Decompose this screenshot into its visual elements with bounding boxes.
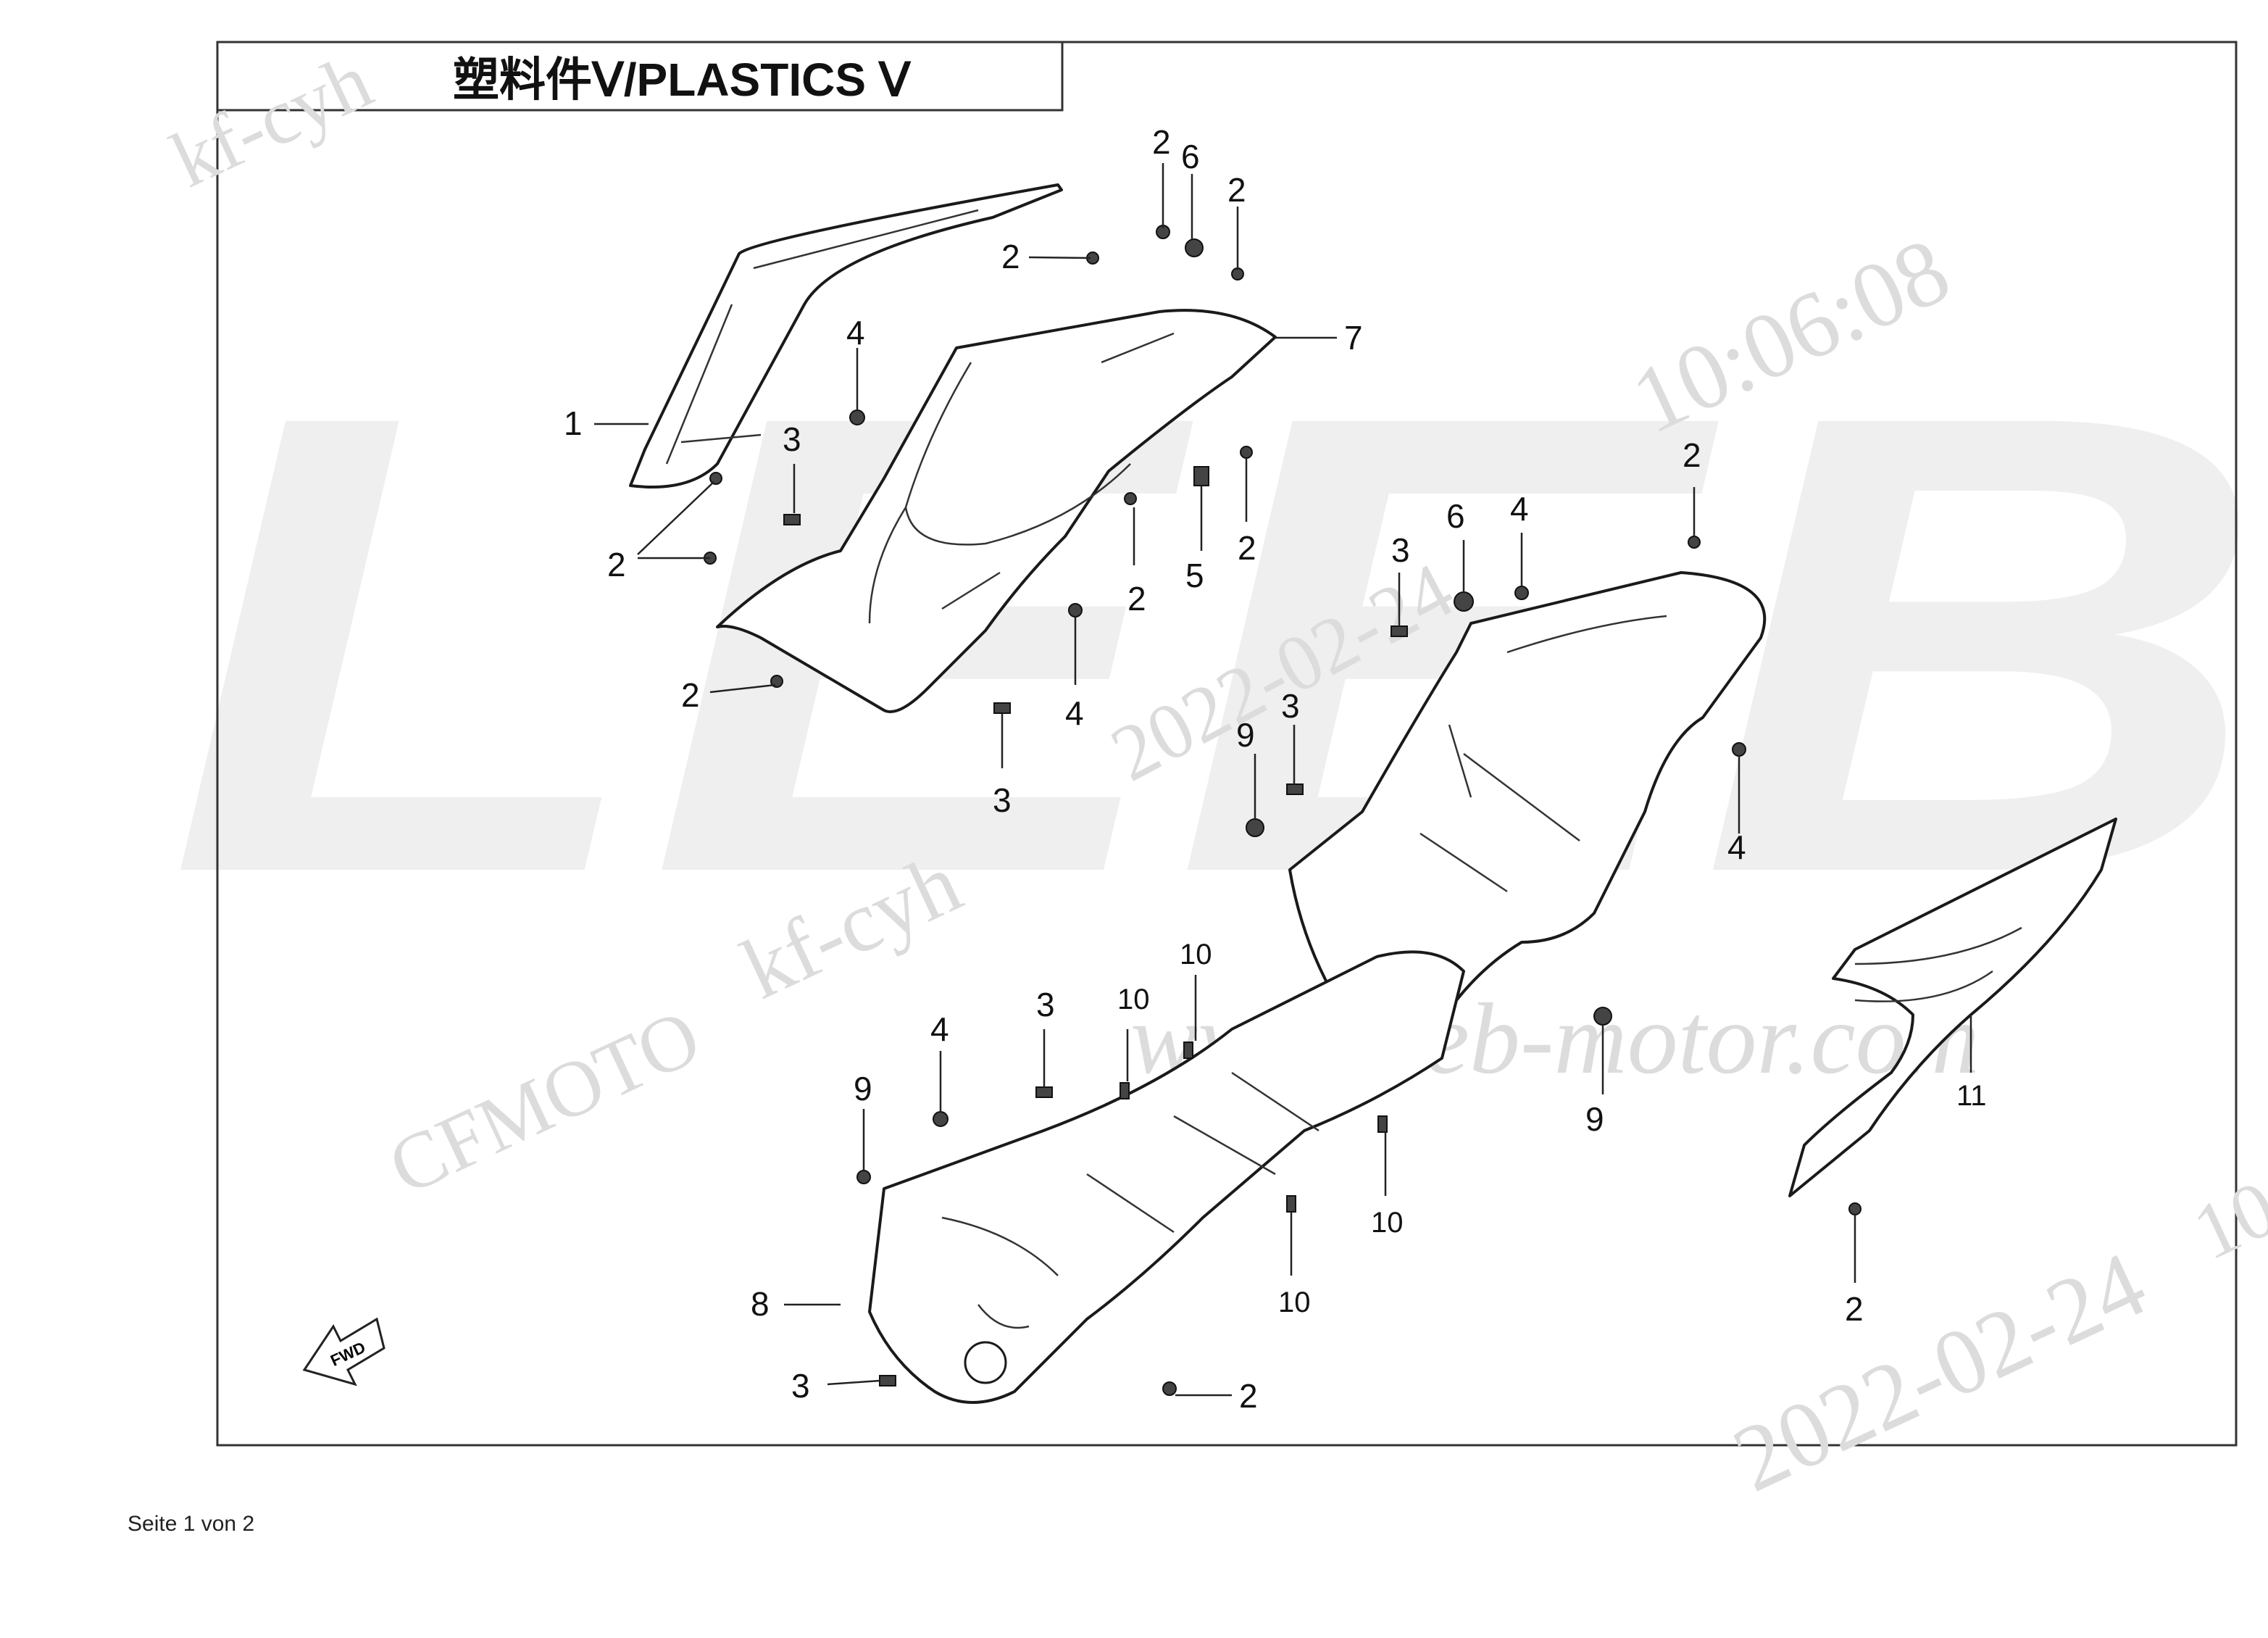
- callout-3: 3: [1281, 687, 1300, 725]
- callout-4: 4: [1510, 490, 1529, 528]
- watermark-logo: LEEB: [167, 279, 2268, 1008]
- fastener-icon: [1162, 1381, 1177, 1396]
- fastener-icon: [1377, 1115, 1388, 1133]
- part-7-left-rear-cover: [716, 309, 1277, 713]
- fastener-icon: [1514, 586, 1529, 600]
- callout-6: 6: [1446, 497, 1465, 535]
- callout-4: 4: [1065, 694, 1084, 732]
- fastener-icon: [1120, 1082, 1130, 1099]
- part-1-side-cover-strip: [629, 183, 1063, 489]
- watermark-text: kf-cyh: [159, 36, 385, 204]
- part-11-detail: [1854, 926, 2022, 1002]
- watermark-text: 2022-02-24: [1718, 1231, 2161, 1512]
- part-11-side-panel: [1788, 818, 2117, 1197]
- fastener-icon: [1688, 536, 1701, 549]
- callout-4: 4: [1727, 828, 1746, 866]
- callout-1: 1: [564, 404, 583, 442]
- fastener-icon: [1124, 492, 1137, 505]
- part-8-detail: [1419, 615, 1667, 893]
- fastener-icon: [1240, 446, 1253, 459]
- leader-lines: [594, 163, 1972, 1397]
- fastener-icon: [783, 514, 801, 525]
- callout-9: 9: [1585, 1100, 1604, 1138]
- part-7-detail: [868, 332, 1175, 624]
- callout-2: 2: [681, 676, 700, 714]
- fastener-icon: [849, 410, 865, 425]
- part-10-hole: [964, 1341, 1007, 1384]
- callout-2: 2: [1239, 1377, 1258, 1415]
- page-footer: Seite 1 von 2: [128, 1512, 255, 1536]
- callout-2: 2: [1001, 238, 1020, 275]
- callout-11: 11: [1956, 1080, 1987, 1112]
- callout-2: 2: [1127, 580, 1146, 618]
- fastener-icon: [1454, 591, 1474, 612]
- part-10-lower-cover: [868, 950, 1465, 1404]
- fastener-group: [704, 225, 1861, 1396]
- callout-9: 9: [1236, 716, 1255, 754]
- part-8-right-rear-cover: [1288, 571, 1767, 1052]
- fwd-arrow-icon: FWD: [302, 1317, 385, 1387]
- callout-3: 3: [791, 1367, 810, 1405]
- callout-4: 4: [846, 314, 865, 352]
- part-10-detail: [941, 1071, 1319, 1329]
- callout-2: 2: [1845, 1290, 1864, 1328]
- fastener-icon: [993, 702, 1011, 714]
- fastener-icon: [1068, 603, 1083, 618]
- callout-2: 2: [1683, 436, 1701, 474]
- fastener-icon: [1246, 818, 1264, 837]
- watermark-text: 10: [2180, 1163, 2268, 1277]
- fastener-icon: [1183, 1042, 1193, 1059]
- fastener-icon: [1231, 267, 1244, 280]
- part-1-detail: [665, 209, 979, 465]
- callout-3: 3: [1391, 531, 1410, 569]
- fastener-icon: [1193, 466, 1209, 486]
- callout-10: 10: [1180, 939, 1212, 970]
- fastener-icon: [879, 1375, 896, 1387]
- callout-10: 10: [1117, 984, 1150, 1015]
- callout-5: 5: [1185, 557, 1204, 594]
- title-box: [216, 41, 1064, 112]
- callout-labels: 1 2 2 2 2 6 2 7 4 3 2 2 5 2 4 3 2 6 4 3 …: [564, 123, 1987, 1415]
- fastener-icon: [1593, 1007, 1612, 1026]
- callout-8: 8: [751, 1285, 770, 1323]
- fastener-icon: [1848, 1202, 1861, 1215]
- callout-10: 10: [1278, 1286, 1311, 1318]
- callout-2: 2: [1238, 529, 1256, 567]
- fastener-icon: [709, 472, 722, 485]
- fastener-icon: [856, 1170, 871, 1184]
- callout-6: 6: [1181, 138, 1200, 175]
- fastener-icon: [1732, 742, 1746, 757]
- diagram-title: 塑料件Ⅴ/PLASTICS Ⅴ: [453, 54, 912, 106]
- fastener-icon: [1286, 783, 1304, 795]
- callout-2: 2: [607, 546, 626, 583]
- callout-2: 2: [1227, 171, 1246, 209]
- callout-2: 2: [1152, 123, 1171, 161]
- diagram-frame: [216, 41, 2238, 1447]
- callout-4: 4: [930, 1010, 949, 1048]
- callout-3: 3: [1036, 986, 1055, 1023]
- fastener-icon: [933, 1111, 949, 1127]
- fastener-icon: [1185, 238, 1204, 257]
- callout-7: 7: [1344, 319, 1363, 357]
- fastener-icon: [1035, 1086, 1053, 1098]
- callout-9: 9: [854, 1070, 872, 1107]
- fastener-icon: [1391, 625, 1408, 637]
- callout-10: 10: [1371, 1207, 1404, 1239]
- watermark-text: CFMOTO: [376, 991, 713, 1211]
- callout-3: 3: [993, 781, 1012, 819]
- fastener-icon: [1286, 1195, 1296, 1213]
- callout-3: 3: [783, 420, 801, 458]
